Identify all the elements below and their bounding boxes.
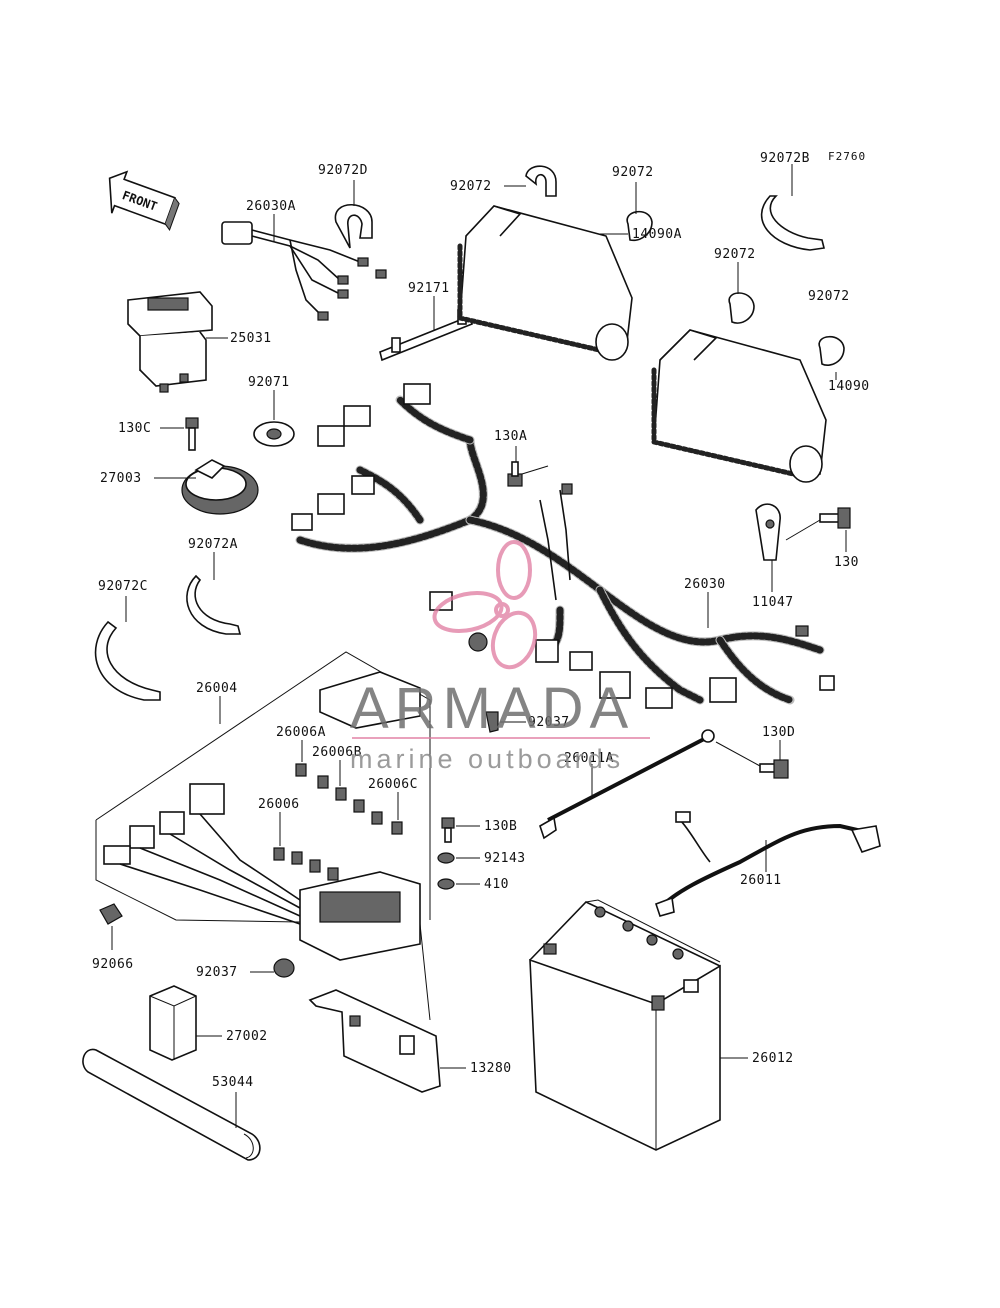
label-14090A: 14090A bbox=[632, 227, 682, 242]
lead-26011A bbox=[539, 729, 715, 840]
label-92072-r2: 92072 bbox=[808, 289, 850, 304]
grommet-92066 bbox=[99, 903, 123, 925]
figure-reference: F2760 bbox=[828, 150, 866, 163]
label-410: 410 bbox=[484, 877, 509, 892]
label-92171: 92171 bbox=[408, 281, 450, 296]
label-14090: 14090 bbox=[828, 379, 870, 394]
label-92072D: 92072D bbox=[318, 163, 368, 178]
clip-92037-upper bbox=[485, 711, 499, 733]
label-92072-top: 92072 bbox=[450, 179, 492, 194]
clamp-92072-r2 bbox=[818, 335, 845, 366]
clip-92037-lower bbox=[273, 958, 295, 978]
label-26006: 26006 bbox=[258, 797, 300, 812]
bracket-13280 bbox=[308, 989, 441, 1093]
sub-harness-26030A bbox=[221, 221, 387, 321]
cover-14090 bbox=[651, 329, 827, 483]
label-27003: 27003 bbox=[100, 471, 142, 486]
bolt-130A bbox=[507, 461, 523, 487]
sleeve-53044 bbox=[82, 1048, 261, 1161]
label-130: 130 bbox=[834, 555, 859, 570]
main-harness-26030 bbox=[291, 383, 835, 709]
label-26012: 26012 bbox=[752, 1051, 794, 1066]
watermark-title: ARMADA bbox=[350, 676, 634, 741]
washer-410 bbox=[437, 878, 455, 890]
watermark: ARMADA marine outboards bbox=[350, 540, 650, 774]
label-26006B: 26006B bbox=[312, 745, 362, 760]
battery-26012 bbox=[529, 899, 721, 1151]
label-53044: 53044 bbox=[212, 1075, 254, 1090]
cable-26011 bbox=[654, 811, 881, 917]
clamp-92072-top bbox=[525, 165, 557, 197]
label-130C: 130C bbox=[118, 421, 151, 436]
label-26004: 26004 bbox=[196, 681, 238, 696]
label-25031: 25031 bbox=[230, 331, 272, 346]
label-92066: 92066 bbox=[92, 957, 134, 972]
washer-92143 bbox=[437, 852, 455, 864]
label-92143: 92143 bbox=[484, 851, 526, 866]
label-26011A: 26011A bbox=[564, 751, 614, 766]
front-arrow-icon: FRONT bbox=[108, 170, 180, 231]
fuse-box-group-26004 bbox=[95, 651, 431, 1021]
label-92037-upper: 92037 bbox=[528, 715, 570, 730]
grommet-92071 bbox=[253, 421, 295, 447]
clamp-92072C bbox=[94, 620, 161, 701]
clamp-92072-mid bbox=[626, 210, 653, 242]
watermark-subtitle: marine outboards bbox=[350, 744, 624, 774]
hour-meter-25031 bbox=[127, 291, 213, 393]
armada-logo-icon bbox=[432, 540, 538, 670]
label-92072A: 92072A bbox=[188, 537, 238, 552]
label-26006A: 26006A bbox=[276, 725, 326, 740]
label-92072B: 92072B bbox=[760, 151, 810, 166]
label-92071: 92071 bbox=[248, 375, 290, 390]
label-26006C: 26006C bbox=[368, 777, 418, 792]
label-26030: 26030 bbox=[684, 577, 726, 592]
label-92072C: 92072C bbox=[98, 579, 148, 594]
clamp-92072A bbox=[186, 574, 242, 635]
label-130D: 130D bbox=[762, 725, 795, 740]
clamp-92072-r1 bbox=[728, 292, 755, 324]
label-130A: 130A bbox=[494, 429, 527, 444]
bolt-130C bbox=[185, 417, 199, 451]
label-26011: 26011 bbox=[740, 873, 782, 888]
relay-27002 bbox=[149, 985, 197, 1061]
bolt-130B bbox=[441, 817, 455, 843]
label-92072-r1: 92072 bbox=[714, 247, 756, 262]
label-26030A: 26030A bbox=[246, 199, 296, 214]
plate-11047 bbox=[755, 503, 781, 561]
label-11047: 11047 bbox=[752, 595, 794, 610]
label-92072-mid: 92072 bbox=[612, 165, 654, 180]
bolt-130D bbox=[759, 759, 789, 779]
label-27002: 27002 bbox=[226, 1029, 268, 1044]
horn-27003 bbox=[181, 459, 259, 515]
clamp-92072D bbox=[334, 203, 373, 249]
clamp-92072B bbox=[760, 195, 825, 251]
bolt-130 bbox=[819, 507, 851, 529]
cover-14090A bbox=[457, 205, 633, 361]
label-13280: 13280 bbox=[470, 1061, 512, 1076]
label-92037-lower: 92037 bbox=[196, 965, 238, 980]
label-130B: 130B bbox=[484, 819, 517, 834]
